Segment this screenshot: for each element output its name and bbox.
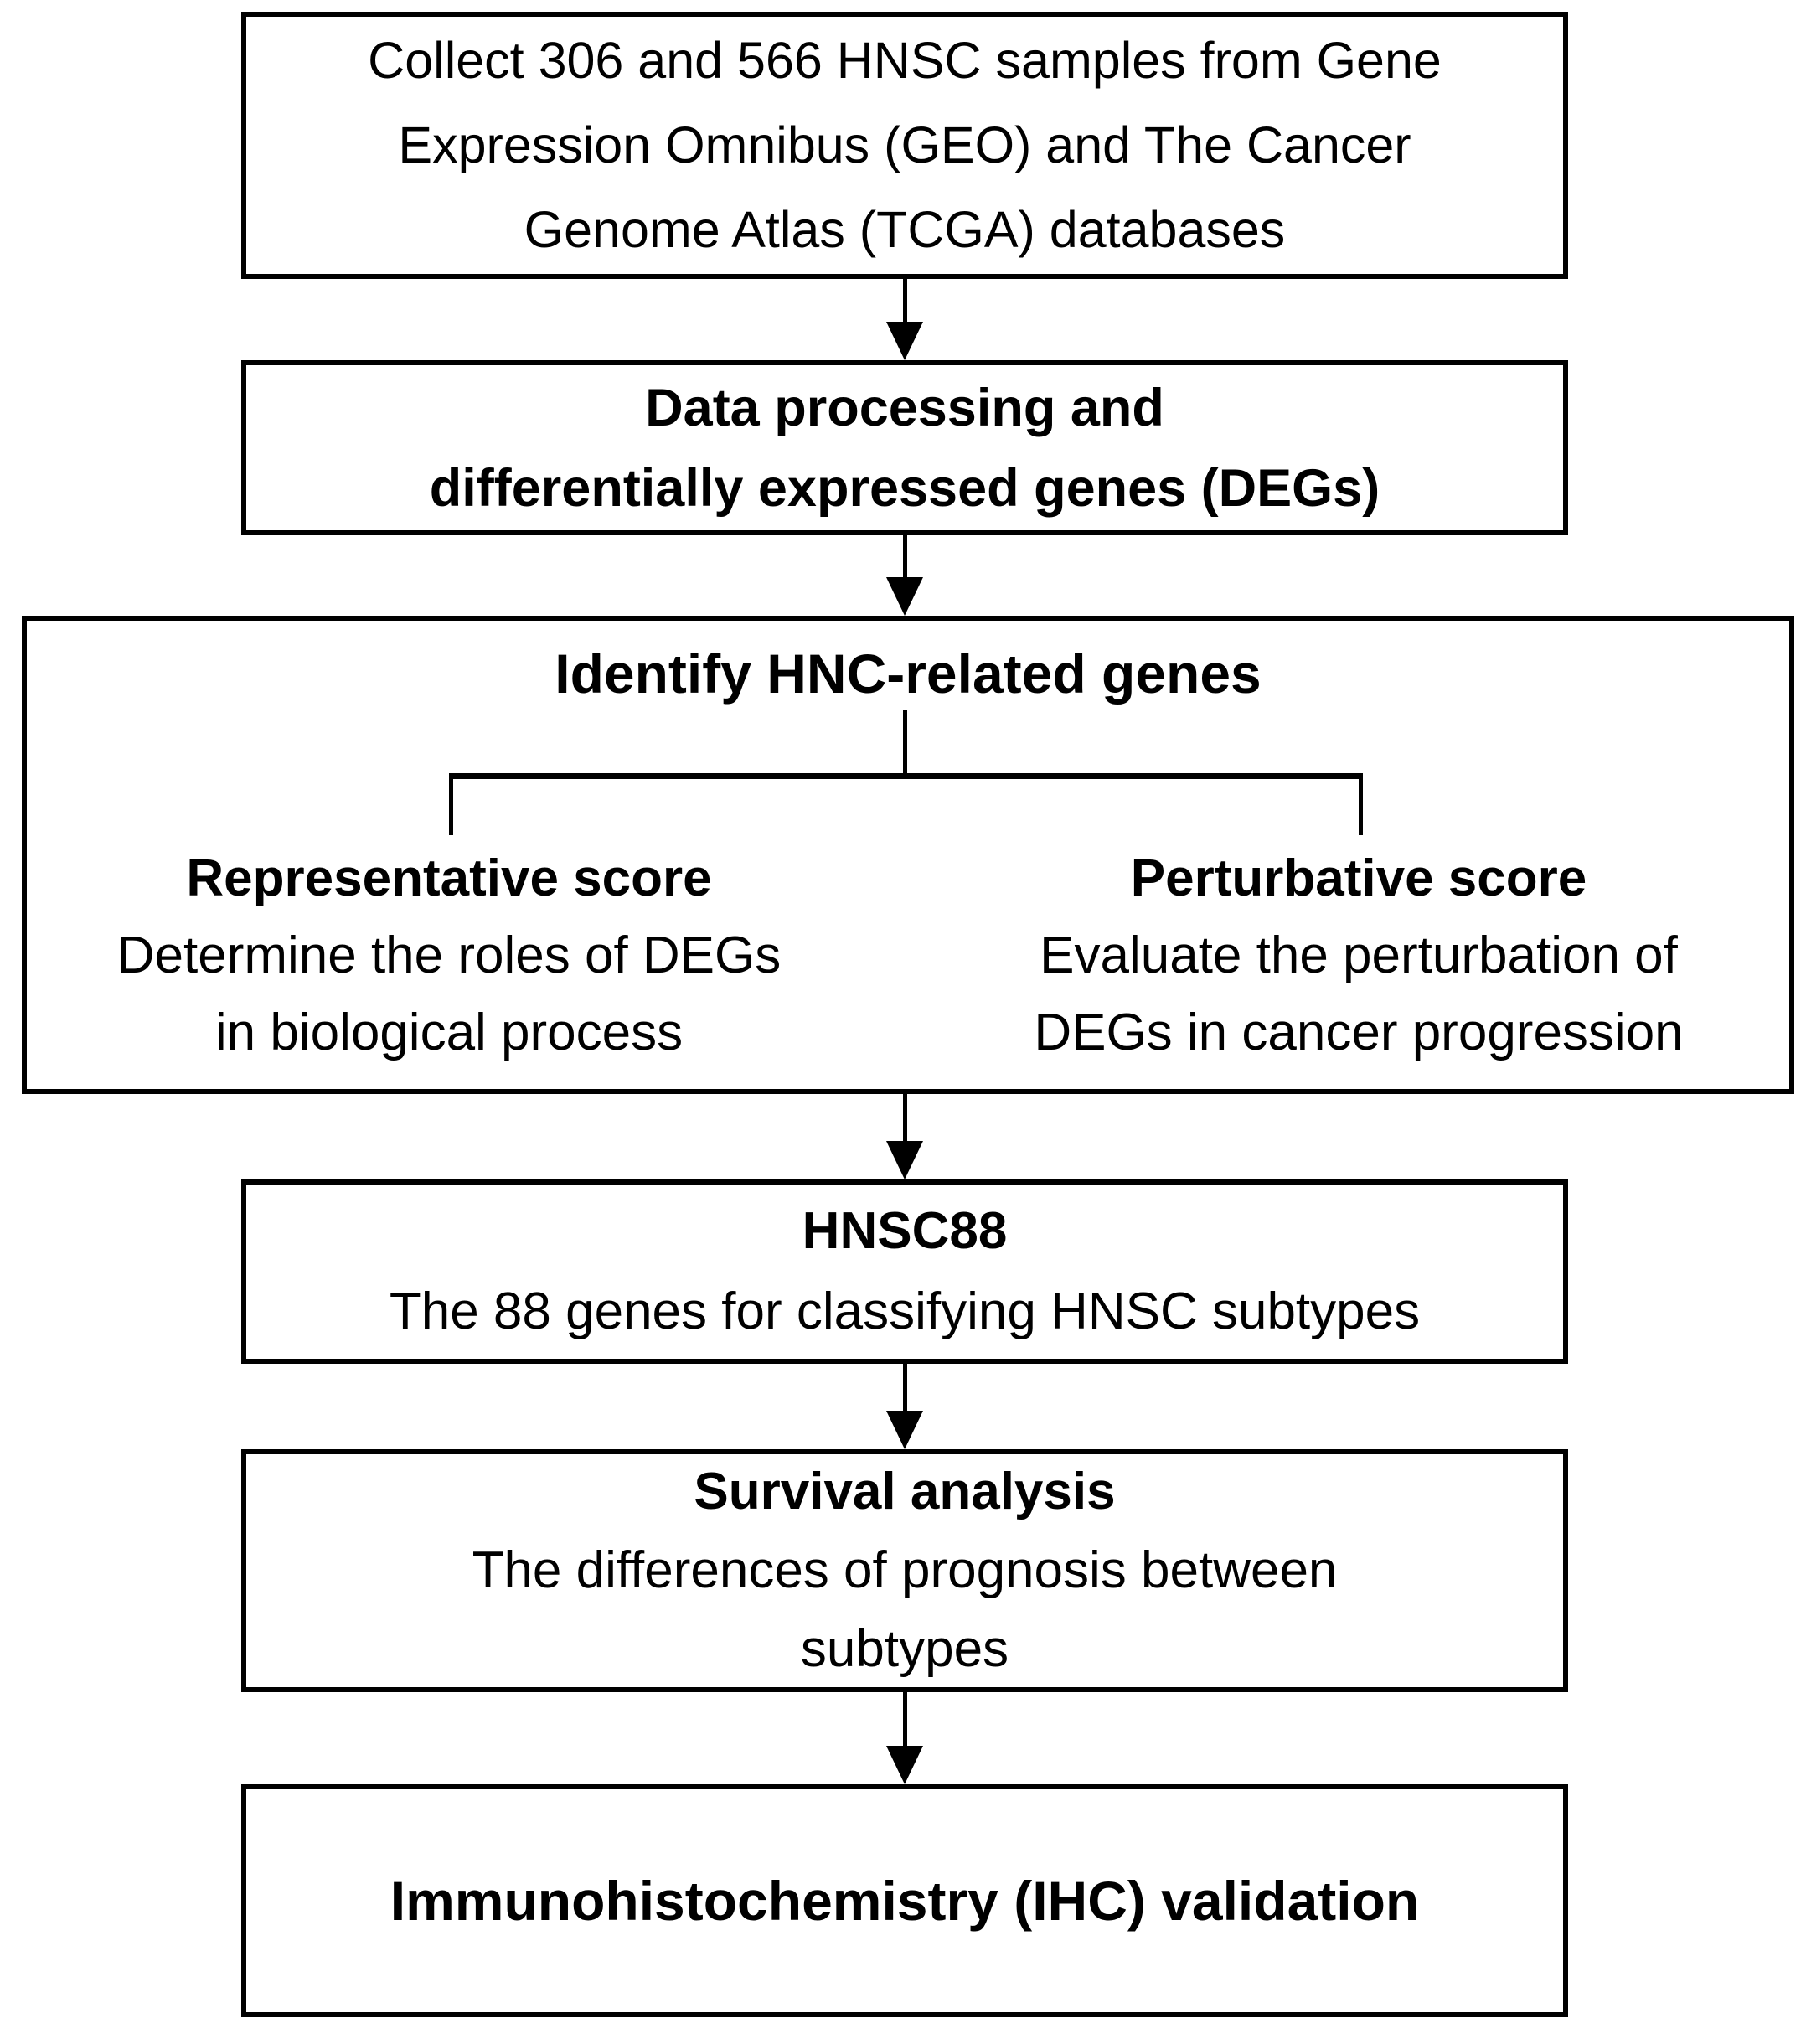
arrow-shaft [902,1364,907,1411]
arrow-identify-to-hnsc88 [885,1094,925,1179]
survival-title: Survival analysis [694,1463,1116,1520]
representative-score-title: Representative score [186,849,712,907]
hnsc88-desc: The 88 genes for classifying HNSC subtyp… [389,1283,1421,1340]
branch-stem-line [903,710,907,775]
node-survival-analysis: Survival analysis The differences of pro… [241,1449,1568,1692]
perturbative-score-desc-1: Evaluate the perturbation of [1040,927,1678,984]
hnsc88-title: HNSC88 [802,1202,1008,1260]
node-collect-samples: Collect 306 and 566 HNSC samples from Ge… [241,12,1568,279]
node-processing-line-2: differentially expressed genes (DEGs) [429,458,1380,518]
node-processing-line-1: Data processing and [645,378,1164,437]
branch-left-drop-line [449,773,453,835]
branch-horizontal-line [449,773,1363,779]
node-data-processing: Data processing and differentially expre… [241,360,1568,535]
node-ihc-validation: Immunohistochemistry (IHC) validation [241,1784,1568,2017]
branch-right-drop-line [1359,773,1363,835]
arrow-head-icon [886,322,923,360]
node-identify-hnc-genes: Identify HNC-related genes Representativ… [22,616,1794,1094]
identify-title: Identify HNC-related genes [555,643,1262,705]
arrow-processing-to-identify [885,535,925,616]
perturbative-score-block: Perturbative score Evaluate the perturba… [948,840,1769,1071]
arrow-shaft [902,1094,907,1141]
arrow-head-icon [886,1411,923,1449]
arrow-head-icon [886,577,923,616]
perturbative-score-title: Perturbative score [1130,849,1587,907]
node-hnsc88: HNSC88 The 88 genes for classifying HNSC… [241,1179,1568,1364]
arrow-hnsc88-to-survival [885,1364,925,1449]
survival-desc-1: The differences of prognosis between [472,1541,1338,1599]
arrow-head-icon [886,1746,923,1784]
ihc-title: Immunohistochemistry (IHC) validation [390,1870,1420,1932]
representative-score-desc-1: Determine the roles of DEGs [116,927,782,984]
arrow-collect-to-processing [885,279,925,360]
survival-desc-2: subtypes [800,1620,1009,1678]
arrow-shaft [902,535,907,577]
node-collect-line-3: Genome Atlas (TCGA) databases [524,201,1286,258]
arrow-shaft [902,279,907,322]
representative-score-desc-2: in biological process [214,1004,684,1061]
node-collect-line-1: Collect 306 and 566 HNSC samples from Ge… [368,32,1442,89]
arrow-head-icon [886,1141,923,1179]
arrow-shaft [902,1692,907,1746]
representative-score-block: Representative score Determine the roles… [39,840,859,1071]
arrow-survival-to-ihc [885,1692,925,1784]
node-collect-line-2: Expression Omnibus (GEO) and The Cancer [398,116,1411,173]
perturbative-score-desc-2: DEGs in cancer progression [1034,1004,1684,1061]
